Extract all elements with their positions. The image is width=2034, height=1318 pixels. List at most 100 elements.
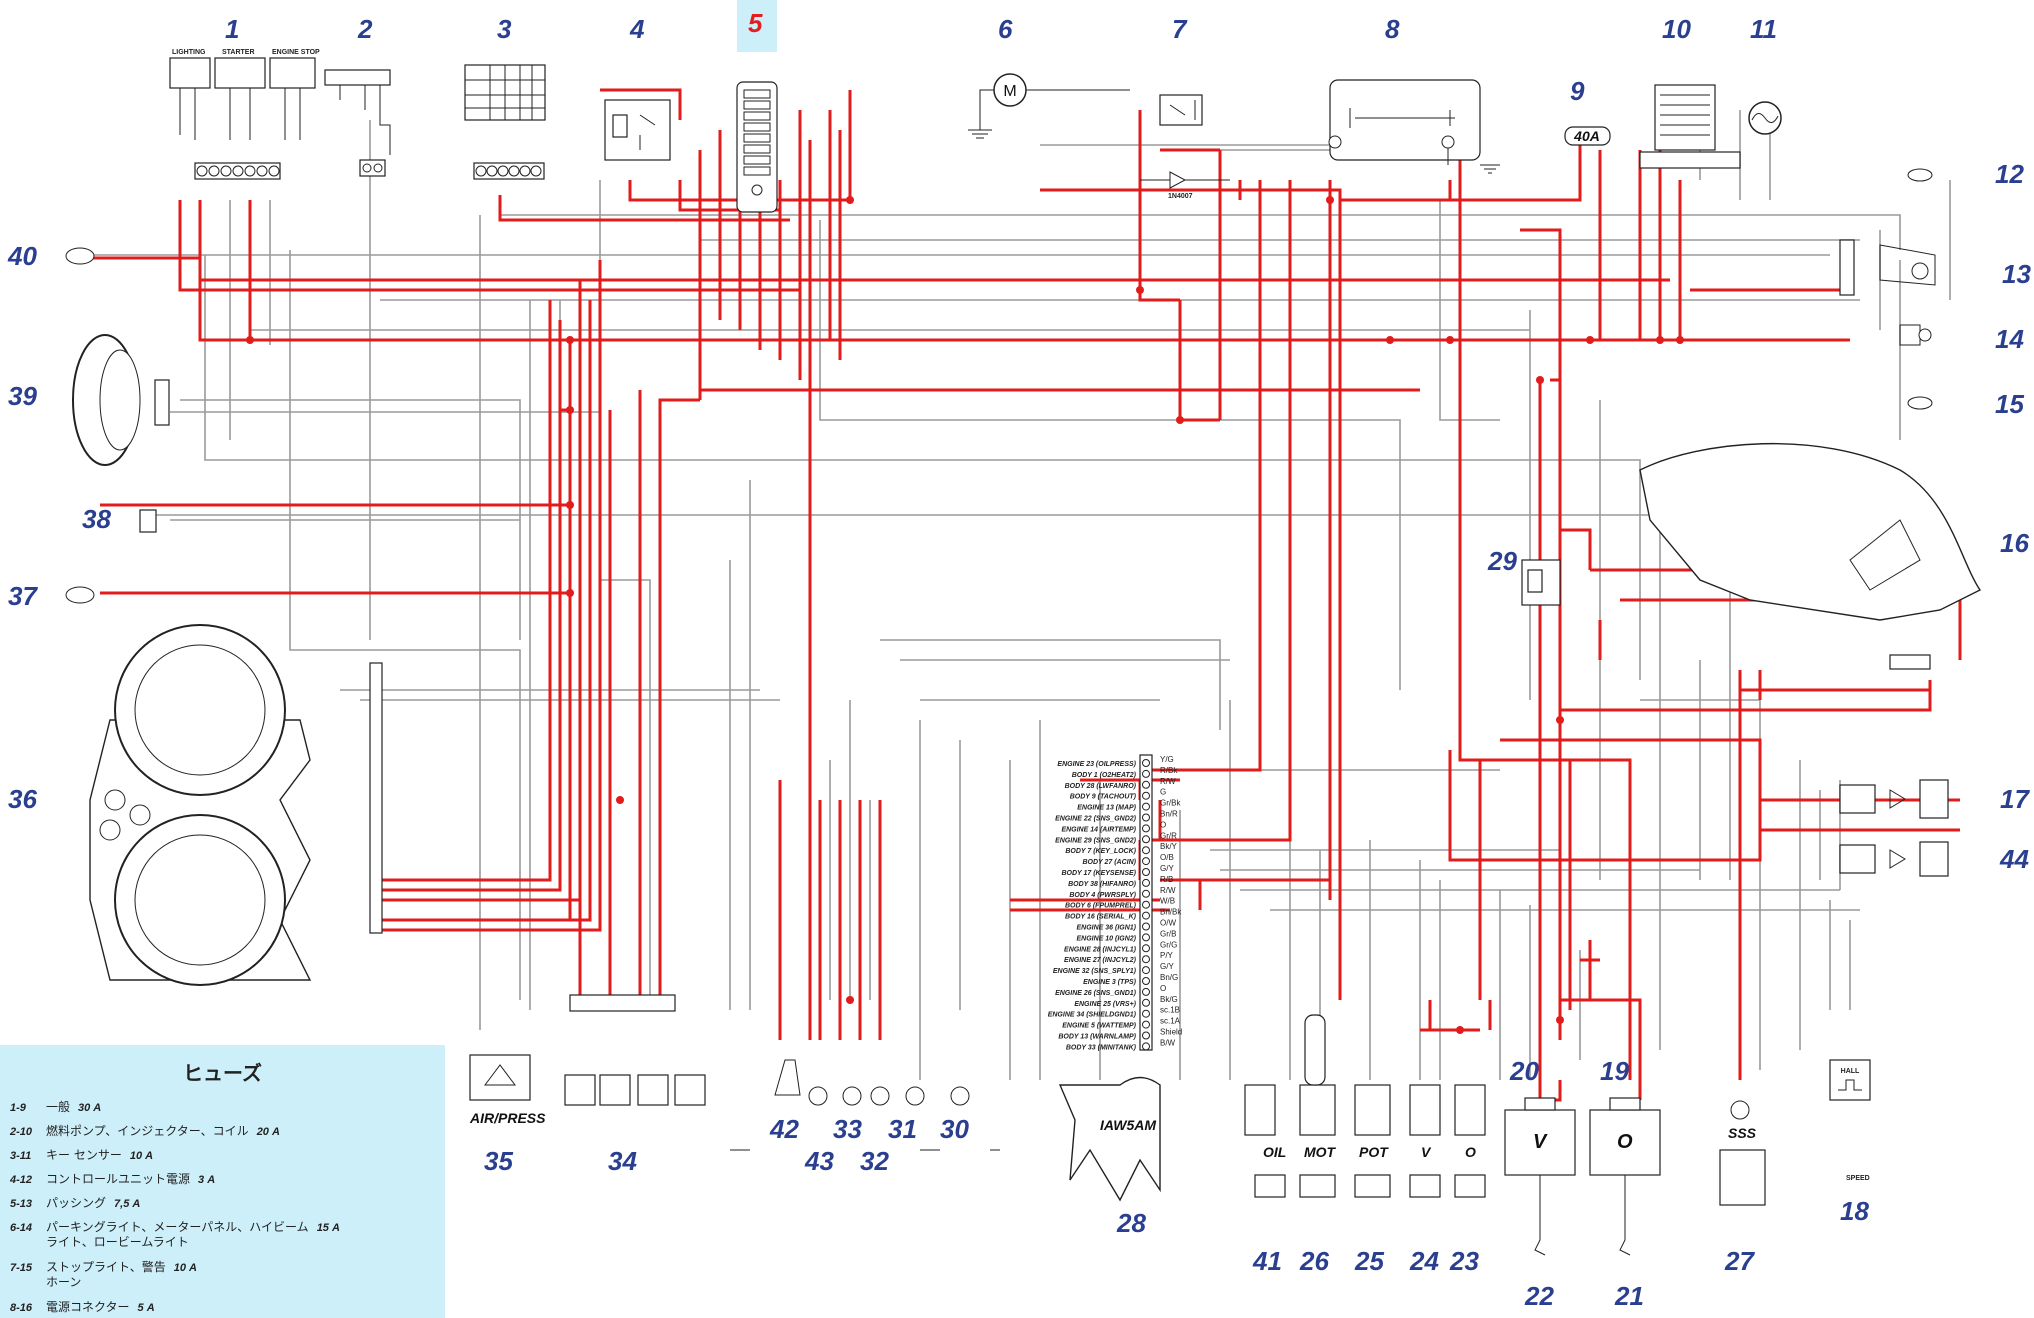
ecu-pin-wire: G/Y xyxy=(1160,864,1174,873)
ecu-pin-wire: W/B xyxy=(1160,897,1175,906)
label-44: 44 xyxy=(1999,844,2029,874)
air-press-35: AIR/PRESS xyxy=(469,1054,546,1126)
ecu-pin xyxy=(1142,780,1150,789)
label-29: 29 xyxy=(1487,546,1517,576)
ecu-pin xyxy=(1142,857,1150,866)
fuse-legend-title: ヒューズ xyxy=(183,1061,262,1085)
svg-text:LIGHTING: LIGHTING xyxy=(172,49,206,56)
switch-group xyxy=(730,1059,1000,1151)
label-19: 19 xyxy=(1600,1056,1629,1086)
ecu-pin-label: BODY 9 (TACHOUT) xyxy=(1070,794,1137,801)
ecu-pin-label: ENGINE 34 (SHIELDGND1) xyxy=(1048,1012,1137,1019)
label-14: 14 xyxy=(1995,324,2024,354)
label-38: 38 xyxy=(82,504,111,534)
fuse-amp: 3 A xyxy=(198,1174,216,1186)
ecu-pin xyxy=(1142,900,1150,909)
rear-lights xyxy=(1839,168,1936,410)
ecu-pin-label: ENGINE 29 (SNS_GND2) xyxy=(1055,837,1137,844)
label-18: 18 xyxy=(1840,1196,1869,1226)
fuse-amp: 10 A xyxy=(129,1150,154,1162)
ecu-pin xyxy=(1142,802,1150,811)
ecu-pin-label: BODY 6 (FPUMPREL) xyxy=(1065,903,1137,910)
ecu-pin-label: BODY 13 (WARNLAMP) xyxy=(1058,1034,1136,1041)
junction-dots xyxy=(246,196,1684,1034)
label-8: 8 xyxy=(1385,14,1400,44)
ecu-pin-wire: Bn/R xyxy=(1160,810,1178,819)
label-23: 23 xyxy=(1449,1246,1479,1276)
fuse-amp: 30 A xyxy=(78,1102,102,1114)
main-fuse-9: 40A xyxy=(1564,126,1611,146)
ecu-pin-wire: G xyxy=(1160,788,1166,797)
signal-wires xyxy=(90,100,1951,1080)
fuse-id: 6-14 xyxy=(10,1222,33,1234)
label-36: 36 xyxy=(8,784,37,814)
ecu-pin xyxy=(1142,922,1150,931)
label-35: 35 xyxy=(484,1146,513,1176)
ecu-pin-wire: R/W xyxy=(1160,886,1176,895)
fuel-tank-16 xyxy=(1639,442,1982,670)
label-20: 20 xyxy=(1509,1056,1539,1086)
label-15: 15 xyxy=(1995,389,2024,419)
ecu-pin-label: BODY 38 (HIFANRO) xyxy=(1068,881,1137,888)
ecu-pin-wire: sc.1B xyxy=(1160,1006,1180,1015)
label-3: 3 xyxy=(497,14,512,44)
regulator-10 xyxy=(1639,84,1741,169)
fuse-desc: 電源コネクター xyxy=(46,1300,130,1314)
label-33: 33 xyxy=(833,1114,862,1144)
ecu-pin-wire: Bk/G xyxy=(1160,995,1178,1004)
sensor-44 xyxy=(1839,841,1949,877)
fuse-id: 5-13 xyxy=(10,1198,33,1210)
ecu-pin-wire: Bk/Y xyxy=(1160,842,1178,851)
ecu-pin-wire: R/B xyxy=(1160,875,1173,884)
fuse-id: 1-9 xyxy=(10,1102,26,1114)
ecu-pin xyxy=(1142,824,1150,833)
sensor-27: SSS xyxy=(1719,1100,1766,1206)
svg-text:STARTER: STARTER xyxy=(222,49,255,56)
ecu-pin-label: ENGINE 25 (VRS+) xyxy=(1074,1001,1136,1008)
fuse-desc: コントロールユニット電源 xyxy=(46,1172,191,1186)
switch-block-1: LIGHTING STARTER ENGINE STOP xyxy=(169,49,320,180)
fuse-amp: 15 A xyxy=(316,1222,340,1234)
ecu-pin xyxy=(1142,889,1150,898)
dashboard-36 xyxy=(89,624,383,986)
fuse-id: 2-10 xyxy=(10,1126,33,1138)
ecu-pin-wire: Gr/Bk xyxy=(1160,799,1181,808)
ecu-pin xyxy=(1142,998,1150,1007)
ecu-pin xyxy=(1142,1042,1150,1051)
label-22: 22 xyxy=(1524,1281,1554,1311)
fuse-desc: パッシング xyxy=(46,1196,107,1210)
label-42: 42 xyxy=(769,1114,799,1144)
fuse-id: 8-16 xyxy=(10,1302,33,1314)
label-31: 31 xyxy=(888,1114,917,1144)
ecu-pin-label: ENGINE 22 (SNS_GND2) xyxy=(1055,816,1137,823)
ignition-switch-3 xyxy=(464,64,546,180)
fuse-desc: ストップライト、警告 xyxy=(46,1260,166,1274)
ecu-pin-wire: R/W xyxy=(1160,777,1176,786)
fuse-id: 3-11 xyxy=(10,1150,32,1162)
ecu-pin-label: BODY 4 (PWRSPLY) xyxy=(1069,892,1136,899)
svg-text:HALL: HALL xyxy=(1841,1068,1860,1075)
ecu-pin-wire: G/Y xyxy=(1160,962,1174,971)
label-41: 41 xyxy=(1252,1246,1282,1276)
ecu-pin-label: ENGINE 36 (IGN1) xyxy=(1076,925,1136,932)
ecu-pin-label: ENGINE 23 (OILPRESS) xyxy=(1057,761,1136,768)
label-32: 32 xyxy=(860,1146,889,1176)
svg-text:40A: 40A xyxy=(1573,128,1600,144)
label-1: 1 xyxy=(225,14,239,44)
speed-sensor-18: HALL SPEED xyxy=(1829,1059,1871,1182)
ecu-pin-label: BODY 16 (SERIAL_K) xyxy=(1065,914,1137,921)
svg-text:O: O xyxy=(1617,1131,1633,1153)
ecu-pin xyxy=(1142,813,1150,822)
label-17: 17 xyxy=(2000,784,2030,814)
battery-8 xyxy=(1328,79,1500,174)
fuse-desc-cont: ライト、ロービームライト xyxy=(46,1235,189,1249)
ecu-pin xyxy=(1142,868,1150,876)
label-27: 27 xyxy=(1724,1246,1755,1276)
ecu-pin xyxy=(1142,1020,1150,1029)
